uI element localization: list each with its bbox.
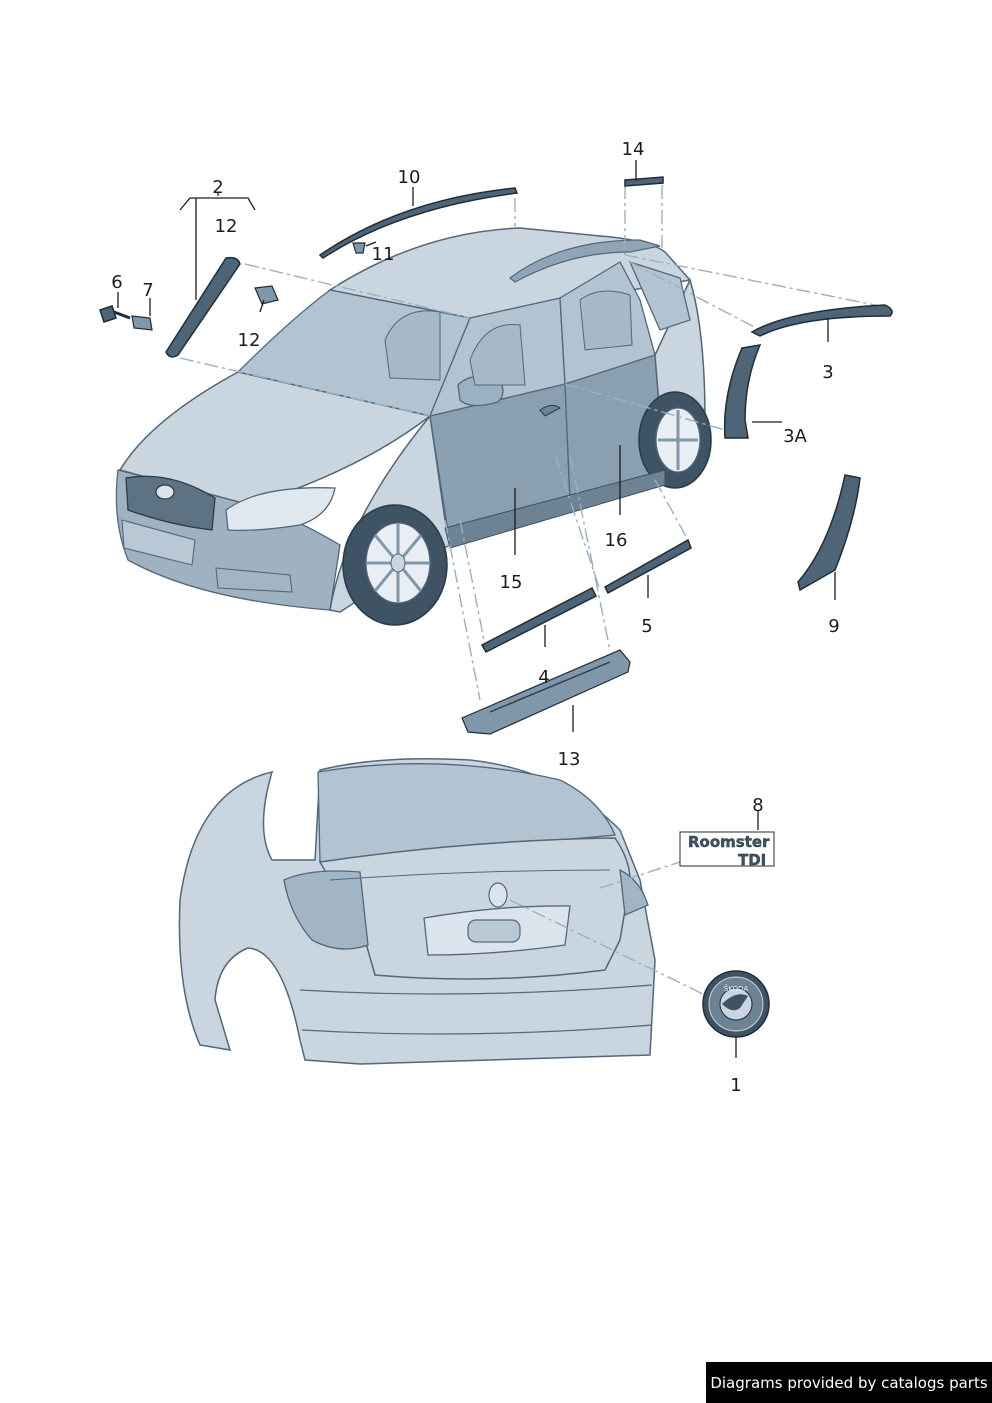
callout-3: 3: [822, 362, 833, 383]
reference-lines-upper: [179, 185, 891, 701]
callout-11: 11: [372, 244, 395, 265]
callout-labels: 2 12 12 6 7 10 11 14 3 3A 16 15 5 9 4 13…: [111, 139, 839, 1096]
part-10-roof-molding[interactable]: [318, 187, 519, 259]
callout-16: 16: [605, 530, 628, 551]
tail-light-right: [619, 868, 649, 916]
part-11-clip[interactable]: [352, 242, 366, 254]
rear-logo-mount: [488, 882, 508, 908]
part-3-roof-rear-molding[interactable]: [750, 304, 893, 337]
callout-12-lower: 12: [238, 330, 261, 351]
badge-line-roomster: Roomster: [688, 833, 770, 851]
part-6-screw[interactable]: [99, 305, 131, 323]
part-8-roomster-tdi-badge[interactable]: Roomster TDI: [679, 831, 775, 869]
part-12-clip[interactable]: [254, 285, 279, 305]
callout-1: 1: [730, 1075, 741, 1096]
part-2-a-pillar-trim[interactable]: [165, 256, 241, 358]
footer-credit: Diagrams provided by catalogs parts: [706, 1362, 992, 1403]
part-5-door-molding-rear[interactable]: [604, 538, 692, 595]
part-3a-pillar-trim[interactable]: [723, 344, 762, 439]
part-9-pillar-trim[interactable]: [797, 474, 861, 592]
tail-light-left: [283, 870, 369, 950]
callout-4: 4: [538, 667, 549, 688]
reference-lines-lower: [509, 861, 706, 996]
callout-3a: 3A: [783, 426, 807, 447]
headlight: [225, 487, 336, 532]
part-13-sill-plate[interactable]: [461, 649, 631, 735]
callout-6: 6: [111, 272, 122, 293]
callout-14: 14: [622, 139, 645, 160]
callout-7: 7: [142, 280, 153, 301]
rear-car-illustration: [178, 758, 656, 1065]
emblem-arrow-icon: [722, 994, 748, 1011]
callout-9: 9: [828, 616, 839, 637]
callout-15: 15: [500, 572, 523, 593]
part-7-clip[interactable]: [131, 315, 153, 331]
callout-5: 5: [641, 616, 652, 637]
badge-line-tdi: TDI: [738, 851, 766, 869]
callout-2: 2: [212, 177, 223, 198]
grille: [125, 475, 216, 531]
front-logo-icon: [155, 484, 175, 500]
callout-10: 10: [398, 167, 421, 188]
callout-12-upper: 12: [215, 216, 238, 237]
part-1-skoda-emblem[interactable]: ŠKODA: [702, 970, 770, 1038]
callout-8: 8: [752, 795, 763, 816]
part-14-molding[interactable]: [624, 176, 664, 187]
callout-13: 13: [558, 749, 581, 770]
part-4-door-molding-front[interactable]: [480, 586, 598, 653]
emblem-text: ŠKODA: [724, 984, 748, 993]
front-car-illustration: [115, 227, 712, 626]
leader-lines-upper: [117, 160, 836, 732]
leader-lines-lower: [735, 810, 759, 1058]
